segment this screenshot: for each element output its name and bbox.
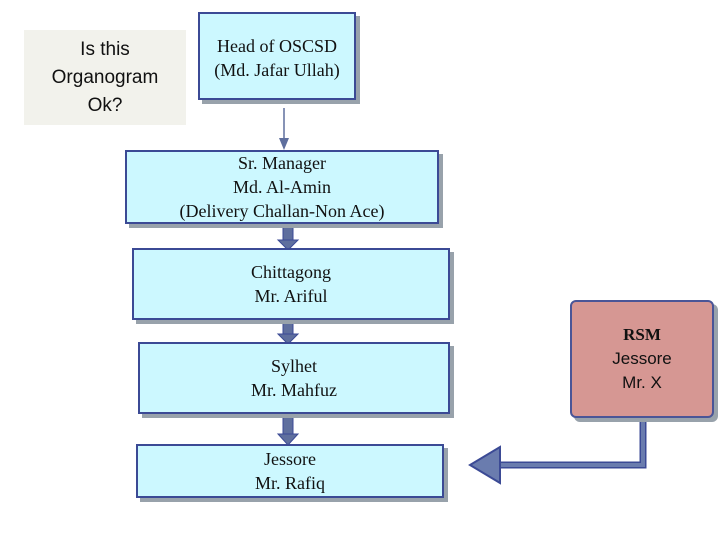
node-text: Sr. Manager (238, 153, 326, 173)
node-text: RSM (623, 325, 661, 344)
arrow-sylhet-to-jessore (276, 413, 300, 446)
node-text: Mr. Mahfuz (251, 380, 337, 400)
node-text: Md. Al-Amin (232, 177, 331, 197)
question-label: Is this Organogram Ok? (24, 30, 186, 125)
node-text: Head of OSCSD (217, 36, 337, 56)
arrow-rsm-to-jessore (468, 420, 647, 485)
node-chittagong: Chittagong Mr. Ariful (132, 248, 450, 320)
node-text: Mr. Ariful (254, 286, 328, 306)
node-rsm: RSM Jessore Mr. X (570, 300, 714, 418)
node-text: (Delivery Challan-Non Ace) (179, 201, 385, 221)
node-text: Mr. X (622, 373, 662, 392)
node-sr-manager: Sr. Manager Md. Al-Amin (Delivery Challa… (125, 150, 439, 224)
node-text: Chittagong (251, 262, 331, 282)
question-line: Is this (80, 38, 130, 60)
node-text: Mr. Rafiq (255, 473, 325, 493)
node-jessore: Jessore Mr. Rafiq (136, 444, 444, 498)
node-text: Sylhet (270, 356, 317, 376)
arrow-manager-to-chittagong (276, 223, 300, 251)
node-text: Jessore (612, 349, 672, 368)
node-sylhet: Sylhet Mr. Mahfuz (138, 342, 450, 414)
arrow-chittagong-to-sylhet (276, 319, 300, 345)
arrow-head-to-manager-tip (279, 138, 289, 150)
node-head-of-oscsd: Head of OSCSD (Md. Jafar Ullah) (198, 12, 356, 100)
node-text: Jessore (264, 449, 316, 469)
node-text: (Md. Jafar Ullah) (214, 60, 340, 80)
question-line: Organogram (51, 66, 159, 88)
question-line: Ok? (87, 94, 123, 116)
